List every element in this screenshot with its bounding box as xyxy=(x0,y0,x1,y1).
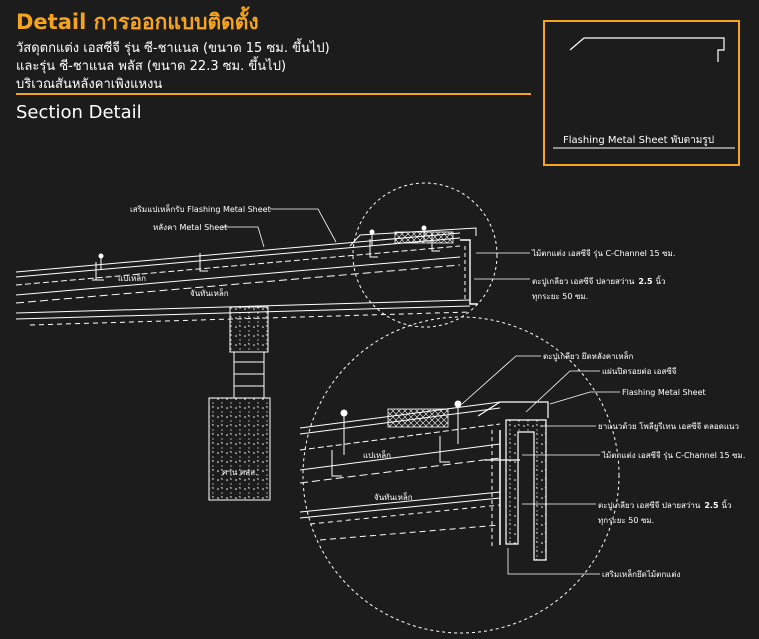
label-purlin-small: แปเหล็ก xyxy=(118,273,146,283)
flashing-profile-shape xyxy=(569,37,725,62)
detail-circle-large xyxy=(302,316,620,634)
label-steel-support: เสริมเหล็กยึดไม้ตกแต่ง xyxy=(602,569,681,579)
detail-flashing xyxy=(477,401,549,418)
label-roof-screw: ตะปูเกลียว ยึดหลังคาเหล็ก xyxy=(543,351,633,362)
label-screw-large-2: ทุกระยะ 50 ซม. xyxy=(598,516,654,525)
label-roof-sheet: หลังคา Metal Sheet xyxy=(153,223,227,232)
page-title: Detail การออกแบบติดตั้ง xyxy=(16,10,259,34)
detail-purlins xyxy=(331,436,450,477)
label-trim-board-large: ไม้ตกแต่ง เอสซีจี รุ่น C-Channel 15 ซม. xyxy=(601,451,745,460)
label-flashing: Flashing Metal Sheet xyxy=(622,388,706,397)
title-underline xyxy=(16,93,531,95)
subtitle-line-2: และรุ่น ซี-ชาแนล พลัส (ขนาด 22.3 ซม. ขึ้… xyxy=(16,59,287,74)
detail-insulation xyxy=(387,408,449,428)
ridge-flashing xyxy=(349,227,477,247)
ridge-insulation xyxy=(394,231,454,244)
label-cover-strip: แผ่นปิดรอยต่อ เอสซีจี xyxy=(602,367,677,376)
c-channel-large xyxy=(505,419,547,561)
concrete-column xyxy=(208,306,271,501)
label-trim-board-small: ไม้ตกแต่ง เอสซีจี รุ่น C-Channel 15 ซม. xyxy=(531,249,675,258)
section-heading: Section Detail xyxy=(16,102,142,123)
purlins xyxy=(92,233,440,281)
label-rafter-large: จันทันเหล็ก xyxy=(374,492,413,502)
label-flashing-support: เสริมแปเหล็กรับ Flashing Metal Sheet xyxy=(130,204,271,214)
leader-lines xyxy=(222,208,620,575)
label-beam: คาน คสล. xyxy=(222,468,258,477)
label-sealant: ยาแนวด้วย โพลียูรีเทน เอสซีจี ตลอดแนว xyxy=(598,421,739,432)
inset-label: Flashing Metal Sheet พับตามรูป xyxy=(563,135,715,146)
subtitle-line-3: บริเวณสันหลังคาเพิงแหงน xyxy=(16,77,163,92)
flashing-inset-box xyxy=(543,20,740,166)
detail-circle-small xyxy=(352,182,498,328)
label-rafter-small: จันทันเหล็ก xyxy=(190,288,229,298)
c-channel-small xyxy=(460,239,478,305)
subtitle-line-1: วัสดุตกแต่ง เอสซีจี รุ่น ซี-ชาแนล (ขนาด … xyxy=(16,41,330,56)
label-purlin-large: แปเหล็ก xyxy=(363,450,391,460)
roof-screws xyxy=(98,225,427,270)
detail-screws xyxy=(340,400,462,455)
label-screw-small-2: ทุกระยะ 50 ซม. xyxy=(532,292,588,301)
